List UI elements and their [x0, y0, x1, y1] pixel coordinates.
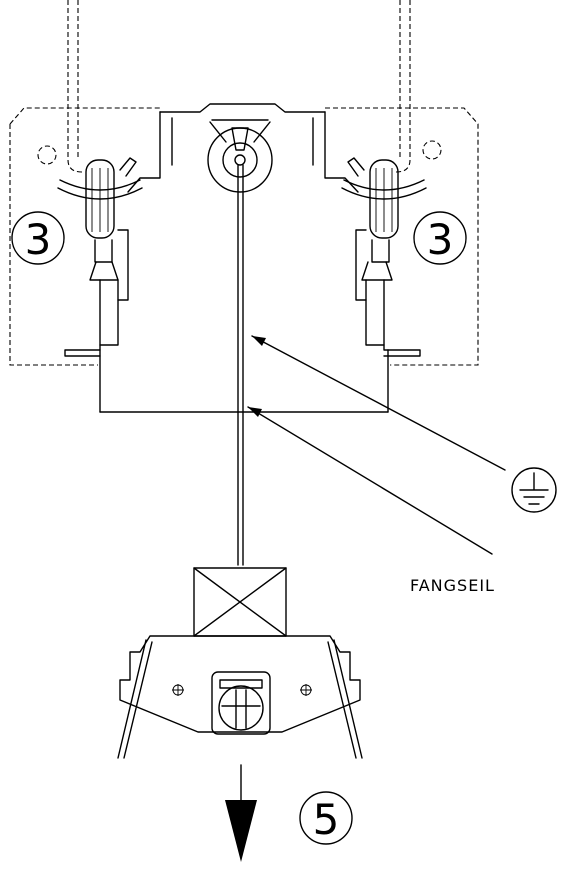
mounting-hole-right	[422, 140, 442, 160]
down-arrow	[225, 764, 257, 862]
center-profile	[99, 103, 389, 413]
callout-right-label: 3	[427, 215, 454, 264]
left-wheel-assembly	[57, 157, 143, 357]
right-wheel-assembly	[341, 157, 427, 357]
callout-left-label: 3	[25, 215, 52, 264]
rail-guides	[67, 0, 411, 173]
catch-cable	[237, 164, 244, 566]
leader-lines	[247, 335, 506, 555]
ground-symbol	[511, 467, 557, 513]
housing-outline	[9, 107, 479, 366]
luminaire	[117, 635, 363, 759]
callout-right-3: 3	[413, 211, 467, 265]
callout-bottom-5: 5	[299, 791, 353, 845]
pulley	[207, 119, 273, 193]
callout-left-3: 3	[11, 211, 65, 265]
callout-bottom-label: 5	[313, 795, 340, 844]
mounting-hole-left	[37, 145, 57, 165]
junction-box	[193, 567, 287, 637]
fangseil-label: FANGSEIL	[410, 576, 495, 595]
